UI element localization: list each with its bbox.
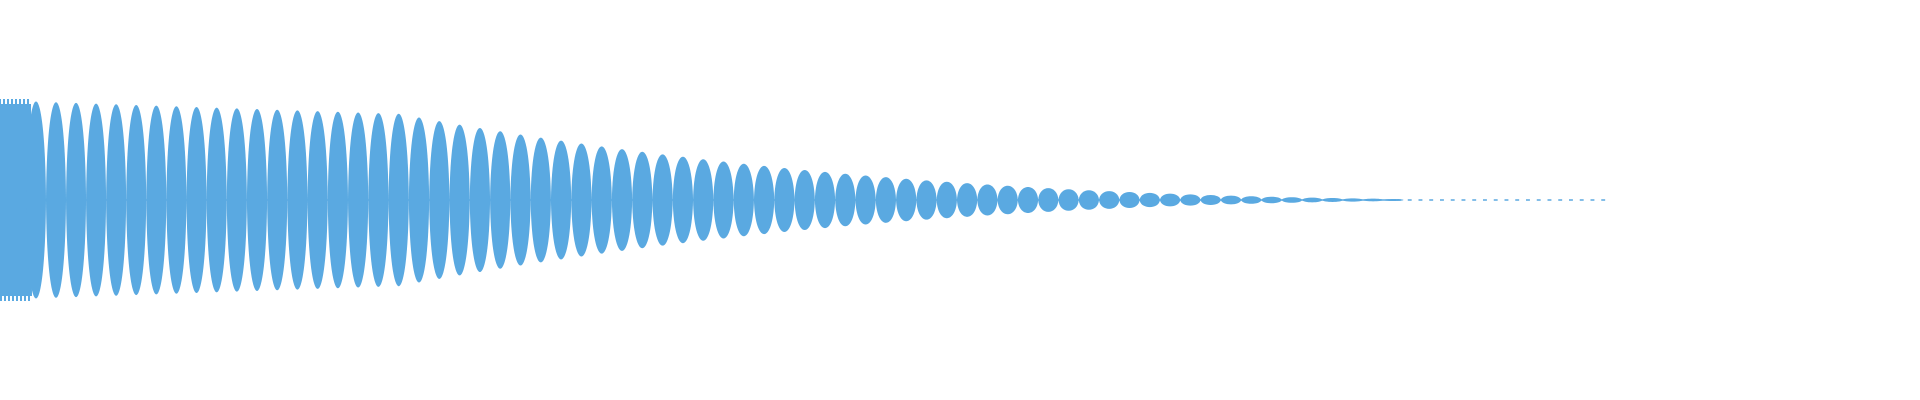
audio-waveform [0, 98, 1606, 302]
